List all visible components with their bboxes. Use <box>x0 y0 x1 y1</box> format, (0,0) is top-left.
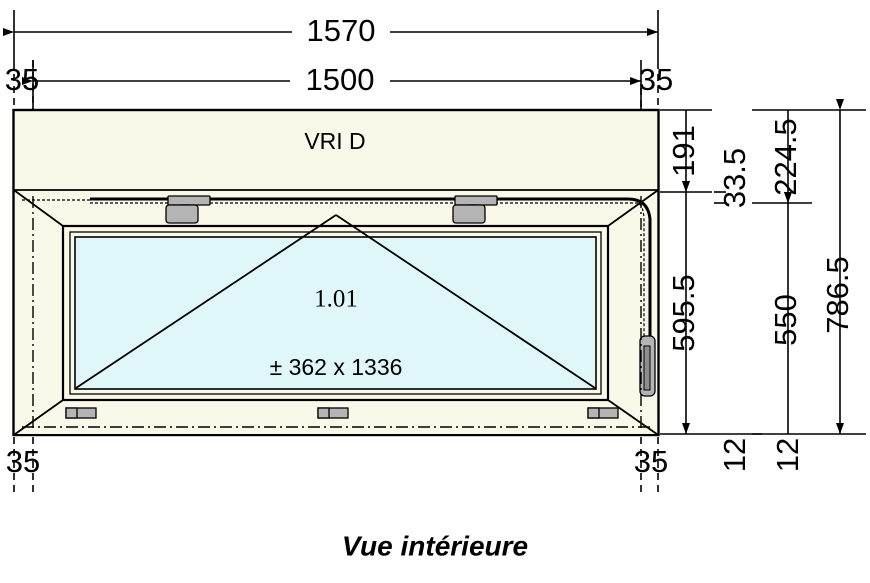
dimension-right-reveal-bottom-label: 35 <box>634 444 668 479</box>
dimension-upper-section-label: 224.5 <box>768 118 803 196</box>
dimension-column-inner: 191 595.5 12 <box>660 109 762 472</box>
dimension-left-reveal-bottom-label: 35 <box>6 444 40 479</box>
dimension-column-outer: 224.5 550 12 <box>752 109 812 472</box>
dimension-bottom-rail-label: 12 <box>717 438 752 472</box>
sash-number-label: 1.01 <box>314 286 358 313</box>
dimension-glass-height-label: 550 <box>768 294 803 346</box>
dimension-right-reveal-top-label: 35 <box>639 62 673 97</box>
bottom-bracket-right <box>587 407 619 419</box>
dimension-left-reveal-bottom: 35 <box>6 437 40 497</box>
dimension-transom-offset: 33.5 <box>714 148 752 208</box>
hinge-left <box>165 195 211 224</box>
bottom-bracket-center <box>317 407 349 419</box>
hinge-right <box>452 195 498 224</box>
fixed-panel-top: VRI D <box>14 111 658 191</box>
dimension-left-reveal-top: 35 <box>5 60 39 112</box>
fixed-panel-label: VRI D <box>304 128 365 154</box>
dimension-sash-height-label: 595.5 <box>666 274 701 352</box>
sash-glass-size-label: ± 362 x 1336 <box>270 354 403 380</box>
dimension-overall-width: 1570 <box>3 10 659 62</box>
dimension-daylight-width: 1500 <box>22 60 642 112</box>
view-caption: Vue intérieure <box>342 530 528 561</box>
dimension-daylight-width-label: 1500 <box>306 62 375 97</box>
dimension-right-reveal-bottom: 35 <box>634 437 668 497</box>
dimension-overall-height: 786.5 <box>812 99 866 435</box>
dimension-overall-width-label: 1570 <box>307 13 376 48</box>
sash-assembly: 1.01 ± 362 x 1336 <box>13 189 659 436</box>
awning-opening-symbol <box>75 214 596 389</box>
window-handle[interactable] <box>639 335 656 397</box>
dimension-transom-offset-label: 33.5 <box>717 148 752 208</box>
dimension-right-reveal-top: 35 <box>639 62 673 112</box>
dimension-bottom-offset-label: 12 <box>770 438 805 472</box>
dimension-overall-height-label: 786.5 <box>820 256 855 334</box>
dimension-top-panel-height-label: 191 <box>666 125 701 177</box>
dimension-left-reveal-top-label: 35 <box>5 62 39 97</box>
bottom-bracket-left <box>65 407 97 419</box>
